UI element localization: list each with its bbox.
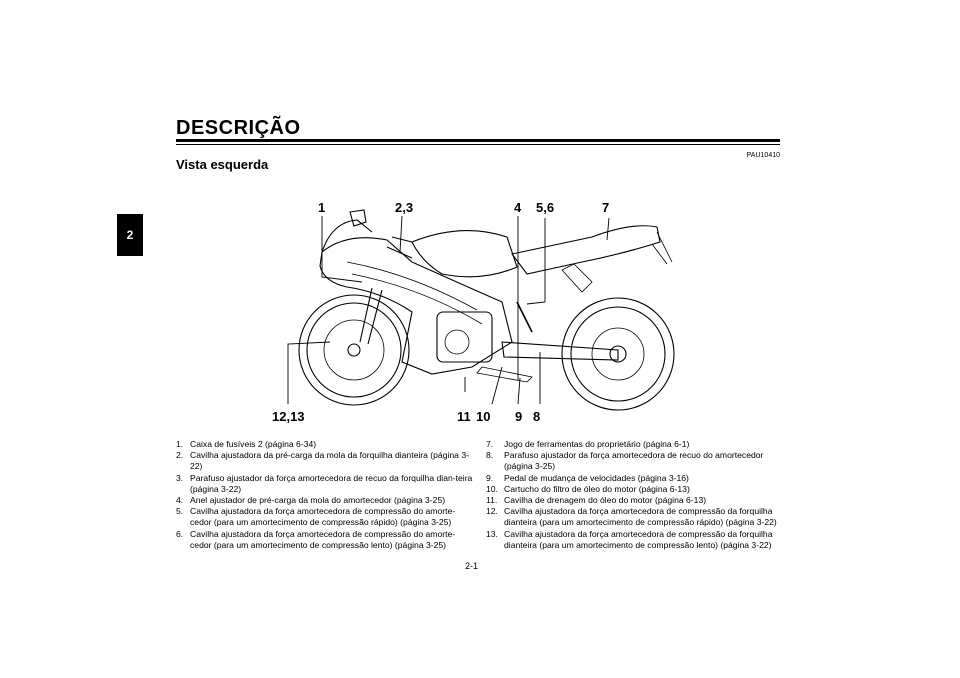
rear-shock <box>516 301 533 333</box>
legend-item: 5.Cavilha ajustadora da força amortecedo… <box>176 506 456 528</box>
legend-item: 4.Anel ajustador de pré-carga da mola do… <box>176 495 446 506</box>
legend-item: 10.Cartucho do filtro de óleo do motor (… <box>486 483 690 494</box>
mirror <box>349 209 367 227</box>
callout-7: 7 <box>602 200 610 215</box>
callout-11: 11 <box>457 409 471 424</box>
callout-5-6: 5,6 <box>536 200 555 215</box>
swingarm <box>501 341 619 361</box>
leader-lines <box>287 215 610 405</box>
callout-12-13: 12,13 <box>272 409 305 424</box>
page-title: DESCRIÇÃO <box>176 117 301 139</box>
page-number: 2-1 <box>465 561 479 571</box>
legend-list-left: 1.Caixa de fusíveis 2 (página 6-34) 2.Ca… <box>176 439 474 551</box>
seat-tail <box>511 225 661 275</box>
legend-item: 2.Cavilha ajustadora da pré-carga da mol… <box>176 450 469 472</box>
section-title: Vista esquerda <box>176 157 269 172</box>
callout-1: 1 <box>318 200 326 215</box>
legend-item: 7.Jogo de ferramentas do proprietário (p… <box>486 439 690 449</box>
front-wheel-tire <box>298 294 410 406</box>
legend-item: 9.Pedal de mudança de velocidades (págin… <box>486 472 689 483</box>
fuel-tank <box>411 230 518 278</box>
callout-10: 10 <box>476 409 491 424</box>
legend-item: 13.Cavilha ajustadora da força amorteced… <box>486 528 773 550</box>
callout-8: 8 <box>533 409 541 424</box>
callout-9: 9 <box>515 409 523 424</box>
chapter-tab: 2 <box>117 214 143 256</box>
legend-item: 3.Parafuso ajustador da força amortecedo… <box>176 472 473 494</box>
motorcycle-illustration <box>287 209 675 411</box>
legend-item: 8.Parafuso ajustador da força amortecedo… <box>486 450 764 472</box>
rear-wheel-tire <box>561 297 675 411</box>
legend-list-right: 7.Jogo de ferramentas do proprietário (p… <box>486 439 784 551</box>
legend-item: 6.Cavilha ajustadora da força amortecedo… <box>176 528 456 550</box>
title-rule-thick <box>176 139 780 142</box>
legend-item: 1.Caixa de fusíveis 2 (página 6-34) <box>176 439 317 449</box>
callout-4: 4 <box>514 200 522 215</box>
title-rule-thin <box>176 144 780 145</box>
callout-2-3: 2,3 <box>395 200 414 215</box>
legend-item: 11.Cavilha de drenagem do óleo do motor … <box>486 495 707 506</box>
engine <box>436 311 493 363</box>
legend-item: 12.Cavilha ajustadora da força amorteced… <box>486 506 777 528</box>
document-code: PAU10410 <box>746 152 780 159</box>
